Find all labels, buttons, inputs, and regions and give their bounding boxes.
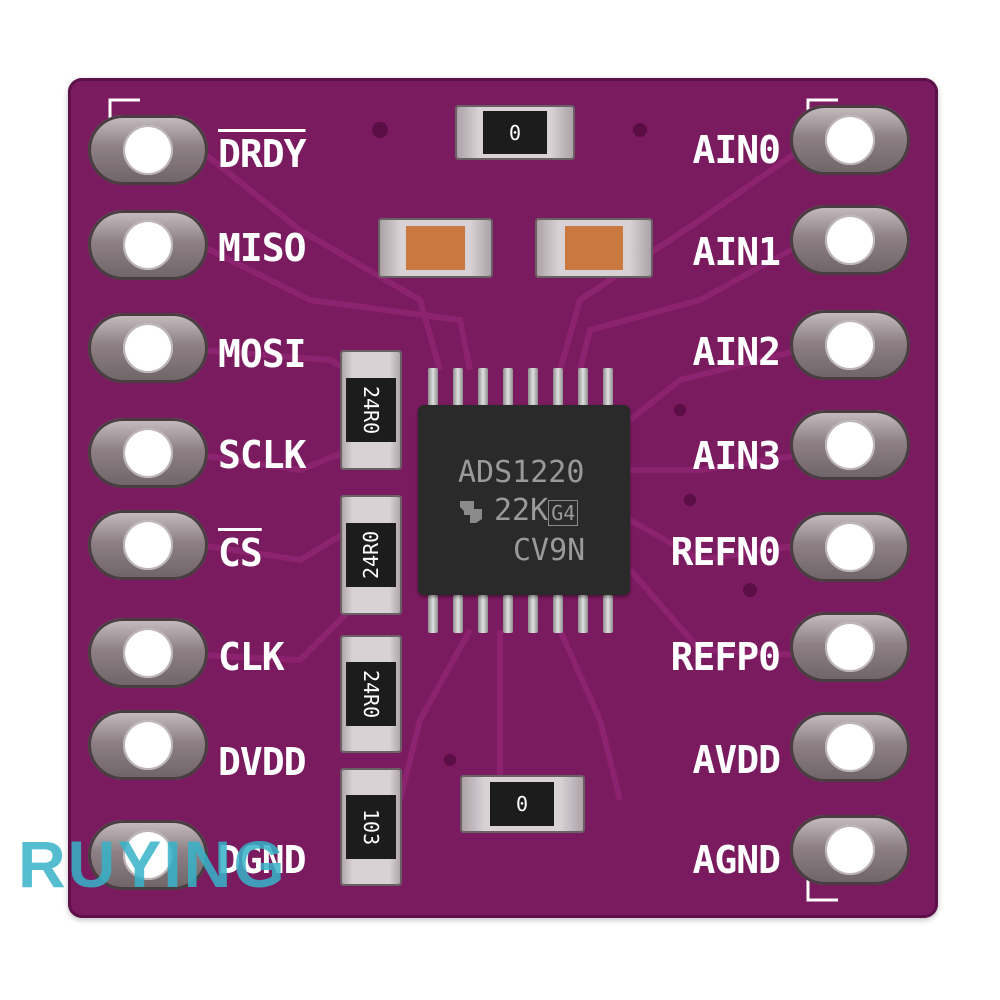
pad-hole [825,320,875,370]
pin-label-miso: MISO [218,226,307,270]
capacitor-left-body [406,226,465,270]
pad-hole [825,115,875,165]
resistor-top: 0 [455,105,575,160]
chip-leg [428,595,438,633]
capacitor-left [378,218,493,278]
capacitor-right [535,218,653,278]
chip-leg [553,595,563,633]
pin-label-ain2: AIN2 [692,330,781,374]
pad-hole [123,830,173,880]
pin-label-drdy: DRDY [218,132,307,176]
pin-label-ain3: AIN3 [692,434,781,478]
resistor-r4: 103 [340,768,402,886]
chip-leg [428,368,438,406]
chip-leg [478,368,488,406]
resistor-bottom-body: 0 [490,782,554,826]
pad-left-5 [88,510,208,580]
resistor-r3-body: 24R0 [346,662,396,726]
chip-leg [528,368,538,406]
resistor-r2-body: 24R0 [346,523,396,587]
pin-label-mosi: MOSI [218,332,307,376]
resistor-r3: 24R0 [340,635,402,753]
pad-left-8 [88,820,208,890]
chip-leg [553,368,563,406]
chip-leg [578,368,588,406]
pad-left-1 [88,115,208,185]
pad-right-1 [790,105,910,175]
pad-hole [123,323,173,373]
chip-lot-code: CV9N [513,533,586,568]
pad-left-3 [88,313,208,383]
pad-hole [123,720,173,770]
pad-left-6 [88,618,208,688]
pin-label-agnd: AGND [692,838,781,882]
pin-label-dgnd: DGND [218,838,307,882]
chip-leg [528,595,538,633]
pin-label-cs: CS [218,531,263,575]
pad-right-8 [790,815,910,885]
chip-leg [503,595,513,633]
chip-part-number: ADS1220 [458,455,585,490]
pin-label-sclk: SCLK [218,433,307,477]
pin-label-avdd: AVDD [692,738,781,782]
pad-hole [123,628,173,678]
pin-label-refn0: REFN0 [670,530,781,574]
chip-leg [478,595,488,633]
pad-right-6 [790,612,910,682]
chip-leg [603,368,613,406]
pin-label-clk: CLK [218,635,285,679]
pad-hole [123,520,173,570]
pad-right-2 [790,205,910,275]
chip-leg [453,368,463,406]
pad-hole [123,220,173,270]
watermark-logo: RUYING [18,827,287,901]
resistor-bottom: 0 [460,775,585,833]
resistor-r4-body: 103 [346,795,396,859]
chip-date-code-suffix: G4 [548,500,579,526]
pad-right-4 [790,410,910,480]
resistor-r2: 24R0 [340,495,402,615]
pad-hole [825,522,875,572]
chip-leg [453,595,463,633]
chip-leg [578,595,588,633]
chip-leg [603,595,613,633]
pad-hole [123,428,173,478]
pad-right-3 [790,310,910,380]
pin-label-ain0: AIN0 [692,128,781,172]
pad-right-7 [790,712,910,782]
pad-hole [825,622,875,672]
pin-label-dvdd: DVDD [218,740,307,784]
capacitor-right-body [565,226,623,270]
pad-left-2 [88,210,208,280]
pad-hole [825,420,875,470]
resistor-r1-body: 24R0 [346,378,396,442]
resistor-r1: 24R0 [340,350,402,470]
pad-hole [825,825,875,875]
pad-right-5 [790,512,910,582]
pad-hole [825,215,875,265]
pad-left-7 [88,710,208,780]
chip-date-code-main: 22K [494,493,549,528]
resistor-top-body: 0 [483,111,547,154]
pad-left-4 [88,418,208,488]
pad-hole [825,722,875,772]
chip-leg [503,368,513,406]
pad-hole [123,125,173,175]
ti-logo-icon [460,501,482,523]
pin-label-ain1: AIN1 [692,230,781,274]
pin-label-refp0: REFP0 [670,635,781,679]
